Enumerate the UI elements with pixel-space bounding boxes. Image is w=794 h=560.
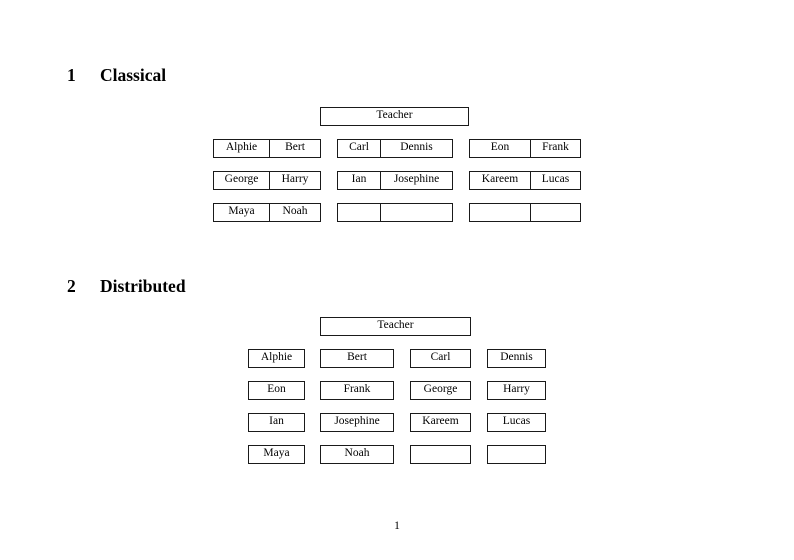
node-cell-noah: Noah — [344, 447, 370, 460]
node-cell-george: George — [423, 383, 458, 396]
node-cell-frank: Frank — [530, 140, 580, 157]
node-box-2-2[interactable]: Frank — [320, 381, 394, 400]
node-box-3-2[interactable]: George — [410, 381, 471, 400]
node-cell-kareem: Kareem — [481, 173, 519, 186]
node-cell-dennis: Dennis — [500, 351, 533, 364]
node-cell-carl: Carl — [349, 141, 369, 154]
node-box-1-1[interactable]: Alphie — [248, 349, 305, 368]
teacher-box[interactable]: Teacher — [320, 317, 471, 336]
group-box-3-1[interactable]: Eon Frank — [469, 139, 581, 158]
node-cell-kareem: Kareem — [422, 415, 459, 428]
node-cell-lucas: Lucas — [502, 415, 531, 428]
node-box-2-1[interactable]: Bert — [320, 349, 394, 368]
node-cell-empty — [530, 204, 580, 221]
node-cell-empty — [470, 204, 530, 221]
node-box-4-3[interactable]: Lucas — [487, 413, 546, 432]
node-cell-alphie: Alphie — [225, 141, 258, 154]
node-cell-eon: Eon — [490, 141, 510, 154]
page-number: 1 — [394, 520, 400, 532]
node-cell-harry: Harry — [503, 383, 530, 396]
node-box-1-4[interactable]: Maya — [248, 445, 305, 464]
node-box-4-2[interactable]: Harry — [487, 381, 546, 400]
node-box-3-3[interactable]: Kareem — [410, 413, 471, 432]
section-heading-distributed: 2 Distributed — [67, 276, 186, 296]
node-cell-empty — [338, 204, 380, 221]
section-number: 1 — [67, 65, 76, 85]
group-box-1-3[interactable]: Maya Noah — [213, 203, 321, 222]
node-box-3-1[interactable]: Carl — [410, 349, 471, 368]
node-box-4-4[interactable] — [487, 445, 546, 464]
node-cell-maya: Maya — [228, 205, 255, 218]
section-title: Distributed — [100, 276, 186, 296]
group-box-2-2[interactable]: Ian Josephine — [337, 171, 453, 190]
group-box-3-2[interactable]: Kareem Lucas — [469, 171, 581, 190]
group-box-1-2[interactable]: George Harry — [213, 171, 321, 190]
node-cell-carl: Carl — [430, 351, 451, 364]
node-cell-josephine: Josephine — [380, 172, 452, 189]
node-cell-ian: Ian — [269, 415, 284, 428]
node-box-4-1[interactable]: Dennis — [487, 349, 546, 368]
node-cell-harry: Harry — [269, 172, 320, 189]
node-cell-george: George — [224, 173, 259, 186]
node-box-3-4[interactable] — [410, 445, 471, 464]
node-cell-maya: Maya — [263, 447, 290, 460]
section-number: 2 — [67, 276, 76, 296]
section-title: Classical — [100, 65, 167, 85]
node-cell-empty — [411, 446, 470, 463]
node-box-2-3[interactable]: Josephine — [320, 413, 394, 432]
group-box-3-3[interactable] — [469, 203, 581, 222]
teacher-label: Teacher — [377, 319, 414, 332]
node-cell-lucas: Lucas — [530, 172, 580, 189]
teacher-box[interactable]: Teacher — [320, 107, 469, 126]
group-box-2-1[interactable]: Carl Dennis — [337, 139, 453, 158]
node-box-1-2[interactable]: Eon — [248, 381, 305, 400]
node-box-1-3[interactable]: Ian — [248, 413, 305, 432]
node-cell-empty — [488, 446, 545, 463]
node-cell-empty — [380, 204, 452, 221]
node-cell-eon: Eon — [267, 383, 286, 396]
group-box-2-3[interactable] — [337, 203, 453, 222]
teacher-label: Teacher — [376, 109, 413, 122]
node-cell-ian: Ian — [351, 173, 367, 186]
node-cell-bert: Bert — [347, 351, 367, 364]
node-box-2-4[interactable]: Noah — [320, 445, 394, 464]
section-heading-classical: 1 Classical — [67, 65, 166, 85]
node-cell-noah: Noah — [269, 204, 320, 221]
node-cell-bert: Bert — [269, 140, 320, 157]
group-box-1-1[interactable]: Alphie Bert — [213, 139, 321, 158]
node-cell-alphie: Alphie — [260, 351, 293, 364]
node-cell-josephine: Josephine — [334, 415, 380, 428]
node-cell-frank: Frank — [343, 383, 371, 396]
node-cell-dennis: Dennis — [380, 140, 452, 157]
